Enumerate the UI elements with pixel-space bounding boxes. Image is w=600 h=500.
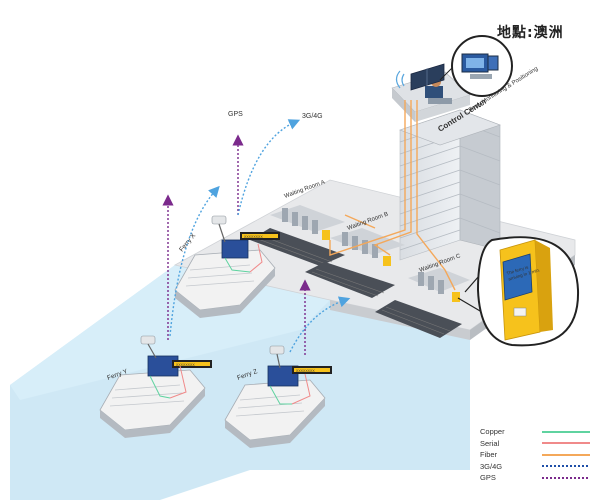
ferry-y-sign: XXXXXXXX <box>176 363 195 367</box>
ferry-z <box>224 345 332 448</box>
legend-label: Serial <box>480 438 500 448</box>
kiosk-zoom-bubble <box>457 236 580 347</box>
gps-label: GPS <box>228 111 243 118</box>
fiber-links <box>329 100 456 291</box>
legend-swatch <box>542 453 590 456</box>
wall-monitor <box>410 63 445 91</box>
legend-label: GPS <box>480 473 496 483</box>
legend-item: GPS <box>480 472 595 484</box>
legend-item: Serial <box>480 438 595 450</box>
legend-item: 3G/4G <box>480 461 595 473</box>
legend-item: Copper <box>480 426 595 438</box>
waiting-room-c <box>375 268 470 338</box>
ferry-y <box>99 335 212 438</box>
gps-signals <box>162 134 311 355</box>
ferry-x <box>174 215 280 318</box>
legend-swatch <box>542 476 590 479</box>
location-label: 地點:澳洲 <box>497 25 564 41</box>
monitoring-zoom-bubble <box>439 35 513 97</box>
ferry-cables <box>149 243 311 405</box>
ferry-x-label: Ferry X <box>178 232 197 253</box>
legend-label: Fiber <box>480 450 498 460</box>
legend-swatch <box>542 430 590 433</box>
wifi-icon <box>395 70 405 89</box>
legend-swatch <box>542 442 590 445</box>
legend-swatch <box>542 465 590 468</box>
cellular-signals <box>169 119 351 353</box>
legend-label: Copper <box>480 427 505 437</box>
cellular-label: 3G/4G <box>302 113 323 120</box>
waiting-room-b <box>305 228 405 298</box>
ferry-z-sign: XXXXXXXX <box>296 369 315 373</box>
ferry-x-sign: XXXXXXXX <box>244 235 263 239</box>
legend-label: 3G/4G <box>480 461 503 471</box>
legend-item: Fiber <box>480 449 595 461</box>
